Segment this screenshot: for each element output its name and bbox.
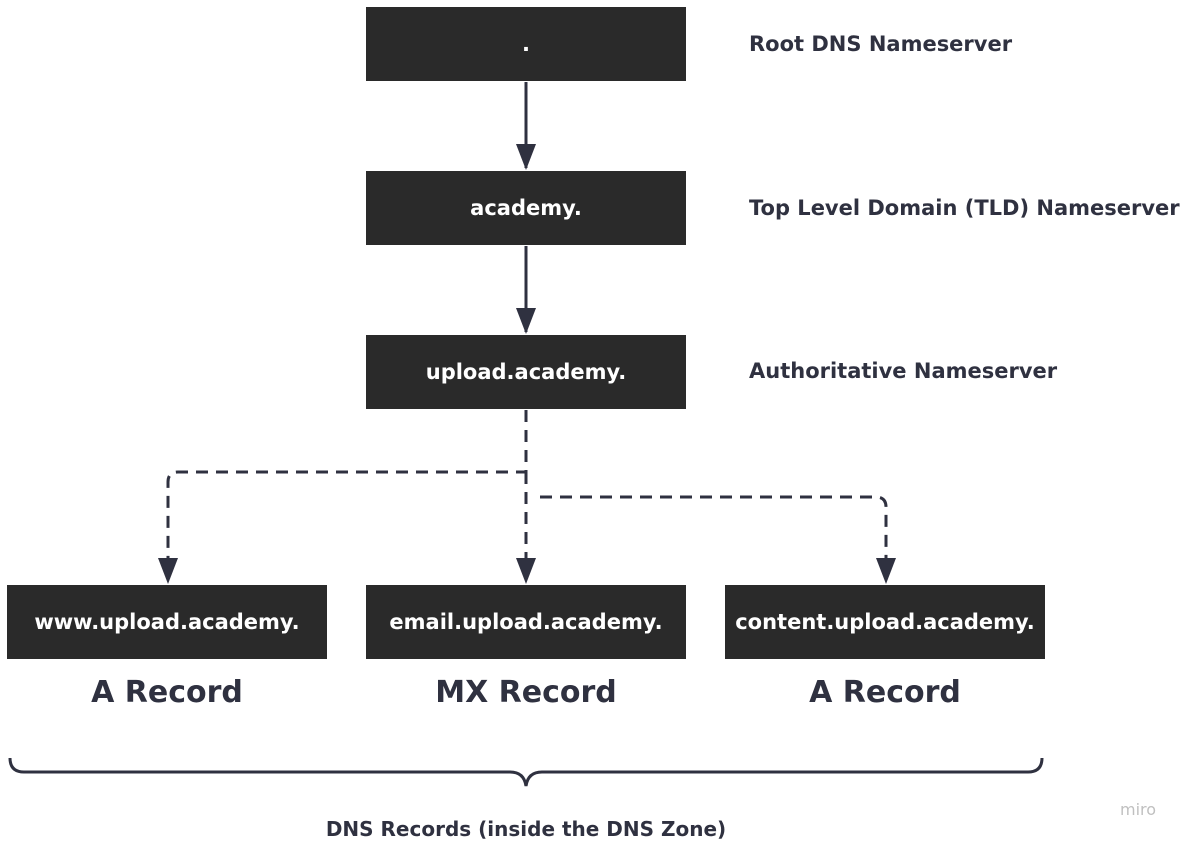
www-node-text: www.upload.academy. [34, 610, 300, 634]
content-record-type: A Record [809, 675, 961, 710]
www-record-type: A Record [91, 675, 243, 710]
root-nameserver-node: . [366, 7, 686, 81]
www-record-node: www.upload.academy. [7, 585, 327, 659]
email-node-text: email.upload.academy. [389, 610, 663, 634]
dns-zone-caption: DNS Records (inside the DNS Zone) [325, 817, 727, 841]
dashed-to-www [166, 410, 528, 560]
root-node-text: . [522, 32, 530, 56]
tld-nameserver-node: academy. [366, 171, 686, 245]
arrowhead-email [516, 558, 536, 584]
arrowhead-www [158, 558, 178, 584]
content-record-node: content.upload.academy. [725, 585, 1045, 659]
authoritative-nameserver-label: Authoritative Nameserver [749, 359, 1058, 383]
root-nameserver-label: Root DNS Nameserver [749, 32, 1013, 56]
arrowhead-content [876, 558, 896, 584]
miro-watermark: miro [1120, 800, 1157, 819]
authoritative-nameserver-node: upload.academy. [366, 335, 686, 409]
content-node-text: content.upload.academy. [735, 610, 1035, 634]
arrowhead-auth [516, 308, 536, 334]
tld-node-text: academy. [470, 196, 582, 220]
dns-zone-brace [8, 757, 1044, 787]
email-record-node: email.upload.academy. [366, 585, 686, 659]
email-record-type: MX Record [435, 675, 617, 710]
tld-nameserver-label: Top Level Domain (TLD) Nameserver [749, 196, 1180, 220]
auth-node-text: upload.academy. [425, 360, 627, 384]
arrowhead-tld [516, 144, 536, 170]
dashed-to-content [540, 495, 888, 560]
